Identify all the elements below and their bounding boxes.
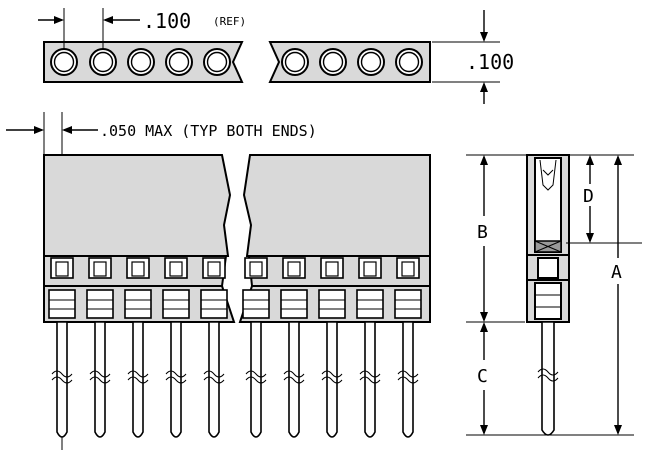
dim-b-label: B — [477, 222, 488, 243]
pin-collar-inner — [55, 261, 69, 277]
height-label: .100 — [466, 50, 514, 74]
pin-break-mark — [397, 370, 419, 384]
pin-collar-inner — [131, 261, 145, 277]
hole-inner — [398, 51, 420, 73]
pin-break-mark — [283, 370, 305, 384]
pin-shoulder — [280, 289, 308, 319]
pin-break-mark — [359, 370, 381, 384]
side-pin-shoulder — [534, 282, 562, 320]
pin-collar-inner — [287, 261, 301, 277]
side-contact-slot — [534, 157, 562, 253]
pin-shoulder — [242, 289, 270, 319]
pin-shoulder — [394, 289, 422, 319]
dim-a-label: A — [611, 262, 622, 283]
contact-pins — [48, 257, 422, 438]
side-contact-spring — [539, 159, 557, 191]
pin-shoulder — [124, 289, 152, 319]
pin-collar-inner — [93, 261, 107, 277]
pin-break-mark — [165, 370, 187, 384]
dim-d-label: D — [583, 186, 594, 207]
hole-inner — [206, 51, 228, 73]
housing-upper-left — [43, 154, 232, 257]
hole-inner — [360, 51, 382, 73]
pin-shoulder — [356, 289, 384, 319]
pin-collar-inner — [325, 261, 339, 277]
pitch-label: .100 — [143, 9, 191, 33]
pin-break-mark — [127, 370, 149, 384]
side-pin-collar — [537, 257, 559, 279]
max-note-label: .050 MAX (TYP BOTH ENDS) — [100, 122, 317, 140]
pin-shoulder — [200, 289, 228, 319]
hole-inner — [92, 51, 114, 73]
front-view: .050 MAX (TYP BOTH ENDS) — [6, 112, 431, 450]
pin-break-mark — [203, 370, 225, 384]
pin-collar-inner — [401, 261, 415, 277]
pin-collar-inner — [207, 261, 221, 277]
top-view: .100 (REF) .100 — [38, 8, 514, 104]
pin-break-mark — [51, 370, 73, 384]
contact-holes — [50, 48, 423, 76]
pin-collar-inner — [169, 261, 183, 277]
pin-collar-inner — [249, 261, 263, 277]
pitch-ref-label: (REF) — [213, 15, 246, 28]
hole-inner — [130, 51, 152, 73]
pin-break-mark — [321, 370, 343, 384]
top-strip-right — [268, 41, 431, 83]
hole-inner — [284, 51, 306, 73]
hole-inner — [53, 51, 75, 73]
pin-collar-inner — [363, 261, 377, 277]
hole-inner — [322, 51, 344, 73]
pin-shoulder — [86, 289, 114, 319]
pin-shoulder — [318, 289, 346, 319]
hole-inner — [168, 51, 190, 73]
dim-c-label: C — [477, 366, 488, 387]
pin-break-mark — [89, 370, 111, 384]
side-view: B C D A — [466, 154, 642, 436]
pin-shoulder — [162, 289, 190, 319]
pin-break-mark — [245, 370, 267, 384]
pin-shoulder — [48, 289, 76, 319]
housing-upper-right — [242, 154, 431, 257]
